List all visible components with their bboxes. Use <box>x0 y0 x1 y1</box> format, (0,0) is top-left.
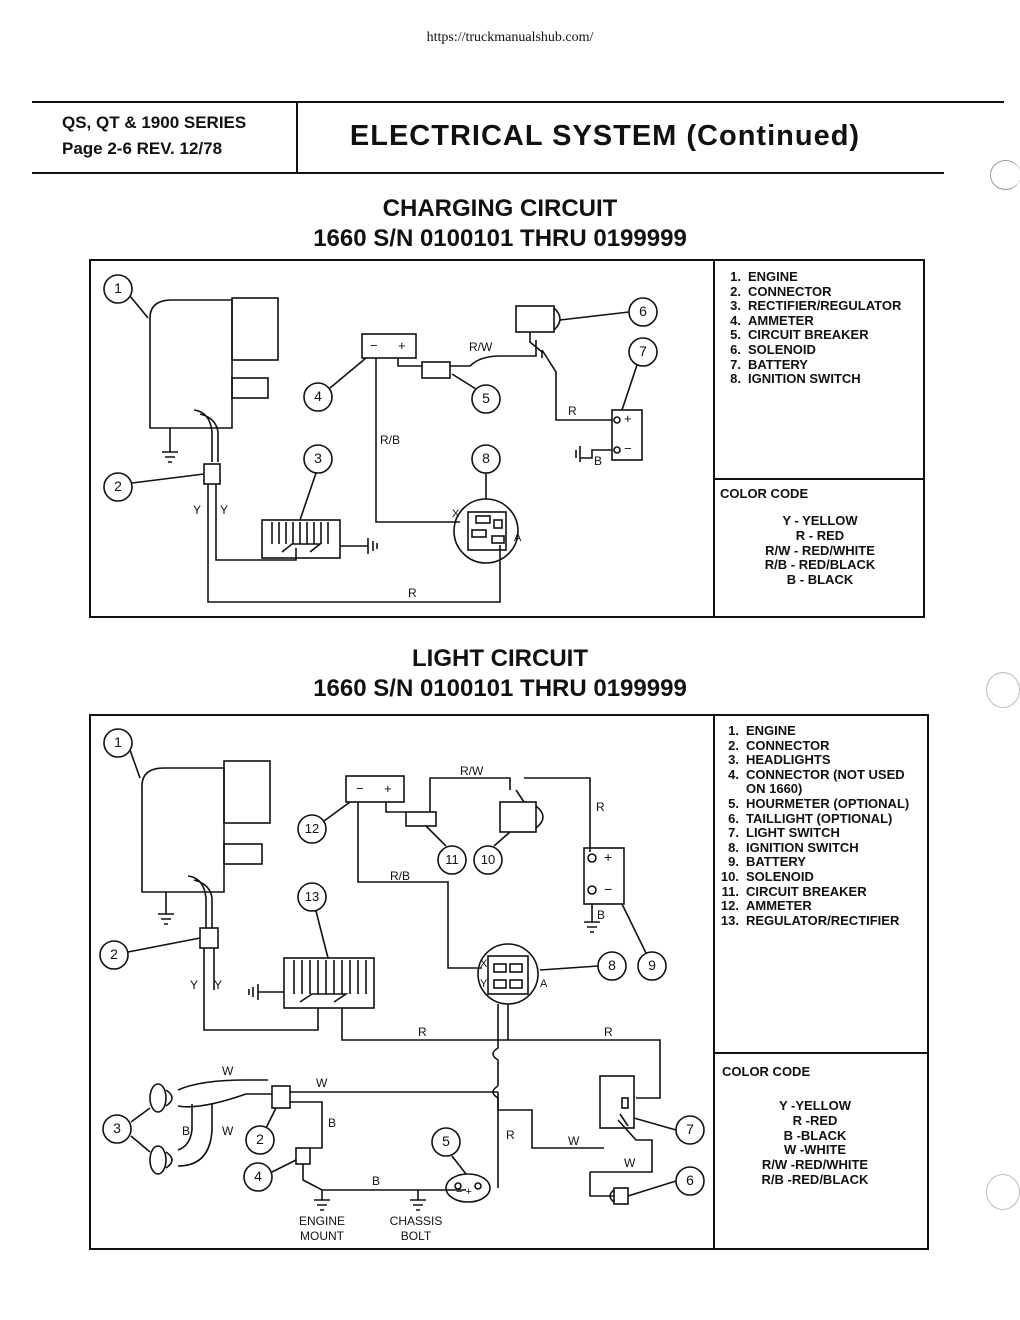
header-divider <box>296 101 298 174</box>
engine-symbol <box>149 297 279 463</box>
legend-item: 4.AMMETER <box>730 312 814 328</box>
color-code-item: Y -YELLOW <box>779 1098 851 1113</box>
charging-legend-divider <box>713 259 715 618</box>
page-number: Page 2-6 REV. 12/78 <box>62 139 223 158</box>
connector-4-symbol <box>295 1147 311 1165</box>
legend-item: 5.CIRCUIT BREAKER <box>730 327 869 343</box>
legend-item: 8.IGNITION SWITCH <box>728 839 859 855</box>
color-code-item: R - RED <box>795 527 845 543</box>
charging-title: CHARGING CIRCUIT <box>382 195 618 222</box>
legend-item: 3.HEADLIGHTS <box>728 752 831 768</box>
legend-item: 10.SOLENOID <box>720 868 814 884</box>
legend-item: 7.LIGHT SWITCH <box>728 825 840 841</box>
ignition-switch-symbol <box>477 943 539 1005</box>
charging-color-code-list: Y - YELLOW R - RED R/W - RED/WHITE R/B -… <box>730 513 910 588</box>
color-code-item: B - BLACK <box>786 572 854 588</box>
punch-hole <box>990 160 1020 190</box>
light-color-code-title: COLOR CODE <box>722 1064 811 1079</box>
header-top-rule <box>32 101 1004 103</box>
color-code-item: R -RED <box>792 1112 838 1128</box>
connector-symbol <box>271 1085 291 1109</box>
legend-item: 11.CIRCUIT BREAKER <box>721 883 867 899</box>
hourmeter-symbol <box>445 1173 491 1203</box>
series-info: QS, QT & 1900 SERIES Page 2-6 REV. 12/78 <box>62 110 246 162</box>
punch-hole <box>986 1174 1020 1210</box>
legend-item: 5.HOURMETER (OPTIONAL) <box>728 795 910 811</box>
light-switch-symbol <box>590 1075 653 1173</box>
light-colorcode-divider <box>713 1052 929 1054</box>
legend-item: 8.IGNITION SWITCH <box>730 371 861 387</box>
regulator-rectifier-symbol <box>248 957 375 1009</box>
charging-legend: 1.ENGINE 2.CONNECTOR 3.RECTIFIER/REGULAT… <box>719 269 902 387</box>
rectifier-regulator-symbol <box>261 519 378 559</box>
color-code-item: R/B - RED/BLACK <box>764 557 876 573</box>
light-title: LIGHT CIRCUIT <box>412 645 588 672</box>
legend-item: 6.SOLENOID <box>730 341 816 357</box>
light-diagram-frame <box>89 714 929 1250</box>
legend-item: 4.CONNECTOR (NOT USED <box>728 766 905 782</box>
charging-subtitle: 1660 S/N 0100101 THRU 0199999 <box>313 225 687 252</box>
solenoid-symbol <box>515 305 561 358</box>
color-code-item: R/W - RED/WHITE <box>765 542 875 558</box>
color-code-item: B -BLACK <box>783 1127 847 1143</box>
headlight-symbol <box>149 1083 173 1175</box>
color-code-item: W -WHITE <box>783 1142 847 1158</box>
ammeter-symbol <box>345 775 405 803</box>
light-callouts <box>99 728 705 1197</box>
legend-item: 2.CONNECTOR <box>728 737 830 753</box>
connector-symbol <box>199 927 219 949</box>
series-name: QS, QT & 1900 SERIES <box>62 113 247 132</box>
light-legend-divider <box>713 714 715 1250</box>
light-color-code-list: Y -YELLOW R -RED B -BLACK W -WHITE R/W -… <box>725 1098 905 1188</box>
solenoid-symbol <box>499 789 544 833</box>
charging-diagram-frame <box>89 259 925 618</box>
charging-callouts <box>103 274 658 521</box>
circuit-breaker-symbol <box>405 811 437 827</box>
engine-symbol <box>141 760 271 928</box>
legend-item: 9.BATTERY <box>728 854 806 870</box>
battery-symbol <box>611 409 643 461</box>
legend-item: 2.CONNECTOR <box>730 283 832 299</box>
color-code-item: R/W -RED/WHITE <box>761 1157 869 1173</box>
legend-item: 13.REGULATOR/RECTIFIER <box>720 912 900 928</box>
legend-item: 7.BATTERY <box>730 356 808 372</box>
legend-item: ON 1660) <box>746 781 803 797</box>
ammeter-symbol <box>361 333 417 359</box>
punch-hole <box>986 672 1020 708</box>
legend-item: 3.RECTIFIER/REGULATOR <box>730 298 902 314</box>
charging-colorcode-divider <box>713 478 925 480</box>
color-code-item: Y - YELLOW <box>782 513 858 528</box>
legend-item: 1.ENGINE <box>730 269 798 284</box>
page-title: ELECTRICAL SYSTEM (Continued) <box>349 120 861 152</box>
circuit-breaker-symbol <box>421 361 451 379</box>
source-url: https://truckmanualshub.com/ <box>426 30 594 45</box>
charging-color-code-title: COLOR CODE <box>720 486 809 501</box>
legend-item: 12.AMMETER <box>720 898 812 914</box>
light-legend: 1.ENGINE 2.CONNECTOR 3.HEADLIGHTS 4.CONN… <box>717 723 910 928</box>
legend-item: 1.ENGINE <box>728 723 796 738</box>
legend-item: 6.TAILLIGHT (OPTIONAL) <box>728 810 893 826</box>
header-bottom-rule <box>32 172 944 174</box>
color-code-item: R/B -RED/BLACK <box>761 1171 869 1187</box>
light-subtitle: 1660 S/N 0100101 THRU 0199999 <box>313 675 687 702</box>
battery-symbol <box>583 847 625 905</box>
